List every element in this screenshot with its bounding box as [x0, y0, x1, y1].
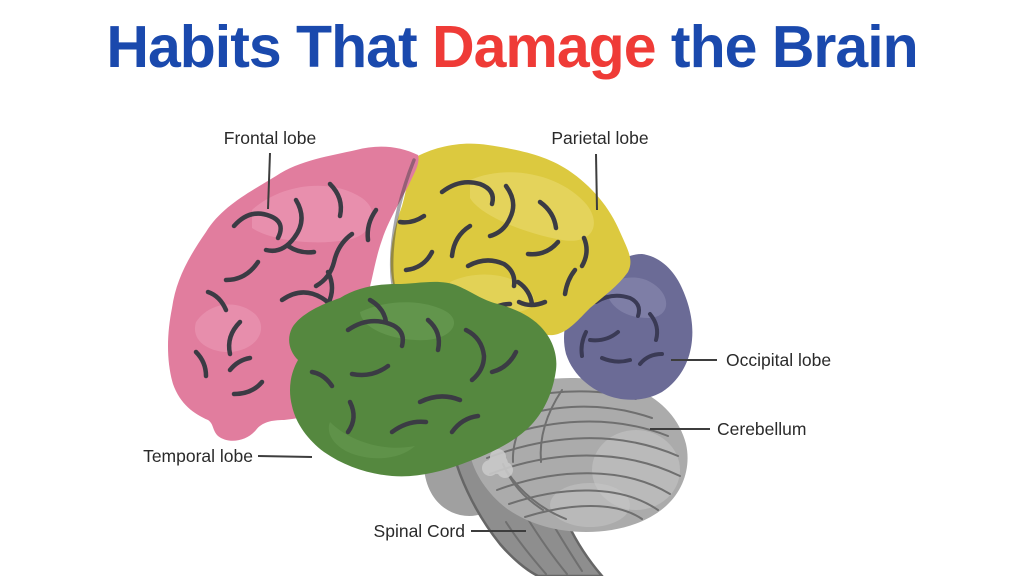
frontal-leader-line [267, 152, 271, 210]
frontal-parietal-crease [389, 158, 416, 298]
title-part-blue-1: Habits That [106, 14, 432, 80]
occipital-lobe-label: Occipital lobe [726, 350, 832, 370]
parietal-leader-line [595, 153, 598, 211]
cerebellum-folds [486, 389, 681, 520]
frontal-lobe-label: Frontal lobe [223, 128, 317, 148]
temporal-leader-line [257, 455, 313, 458]
cerebellum-label: Cerebellum [717, 419, 807, 439]
temporal-lobe-label: Temporal lobe [143, 446, 253, 466]
cerebellum-flower [482, 449, 513, 478]
spinal-cord-label: Spinal Cord [373, 521, 465, 541]
title-part-blue-2: the Brain [655, 14, 919, 80]
page-title: Habits That Damage the Brain [0, 14, 1024, 82]
temporal-sulci [309, 297, 519, 435]
leader-lines [257, 152, 717, 532]
title-part-red: Damage [431, 14, 657, 80]
parietal-lobe-label: Parietal lobe [551, 128, 649, 148]
occipital-sulci [579, 293, 664, 366]
temporal-lobe-shape [289, 281, 557, 477]
